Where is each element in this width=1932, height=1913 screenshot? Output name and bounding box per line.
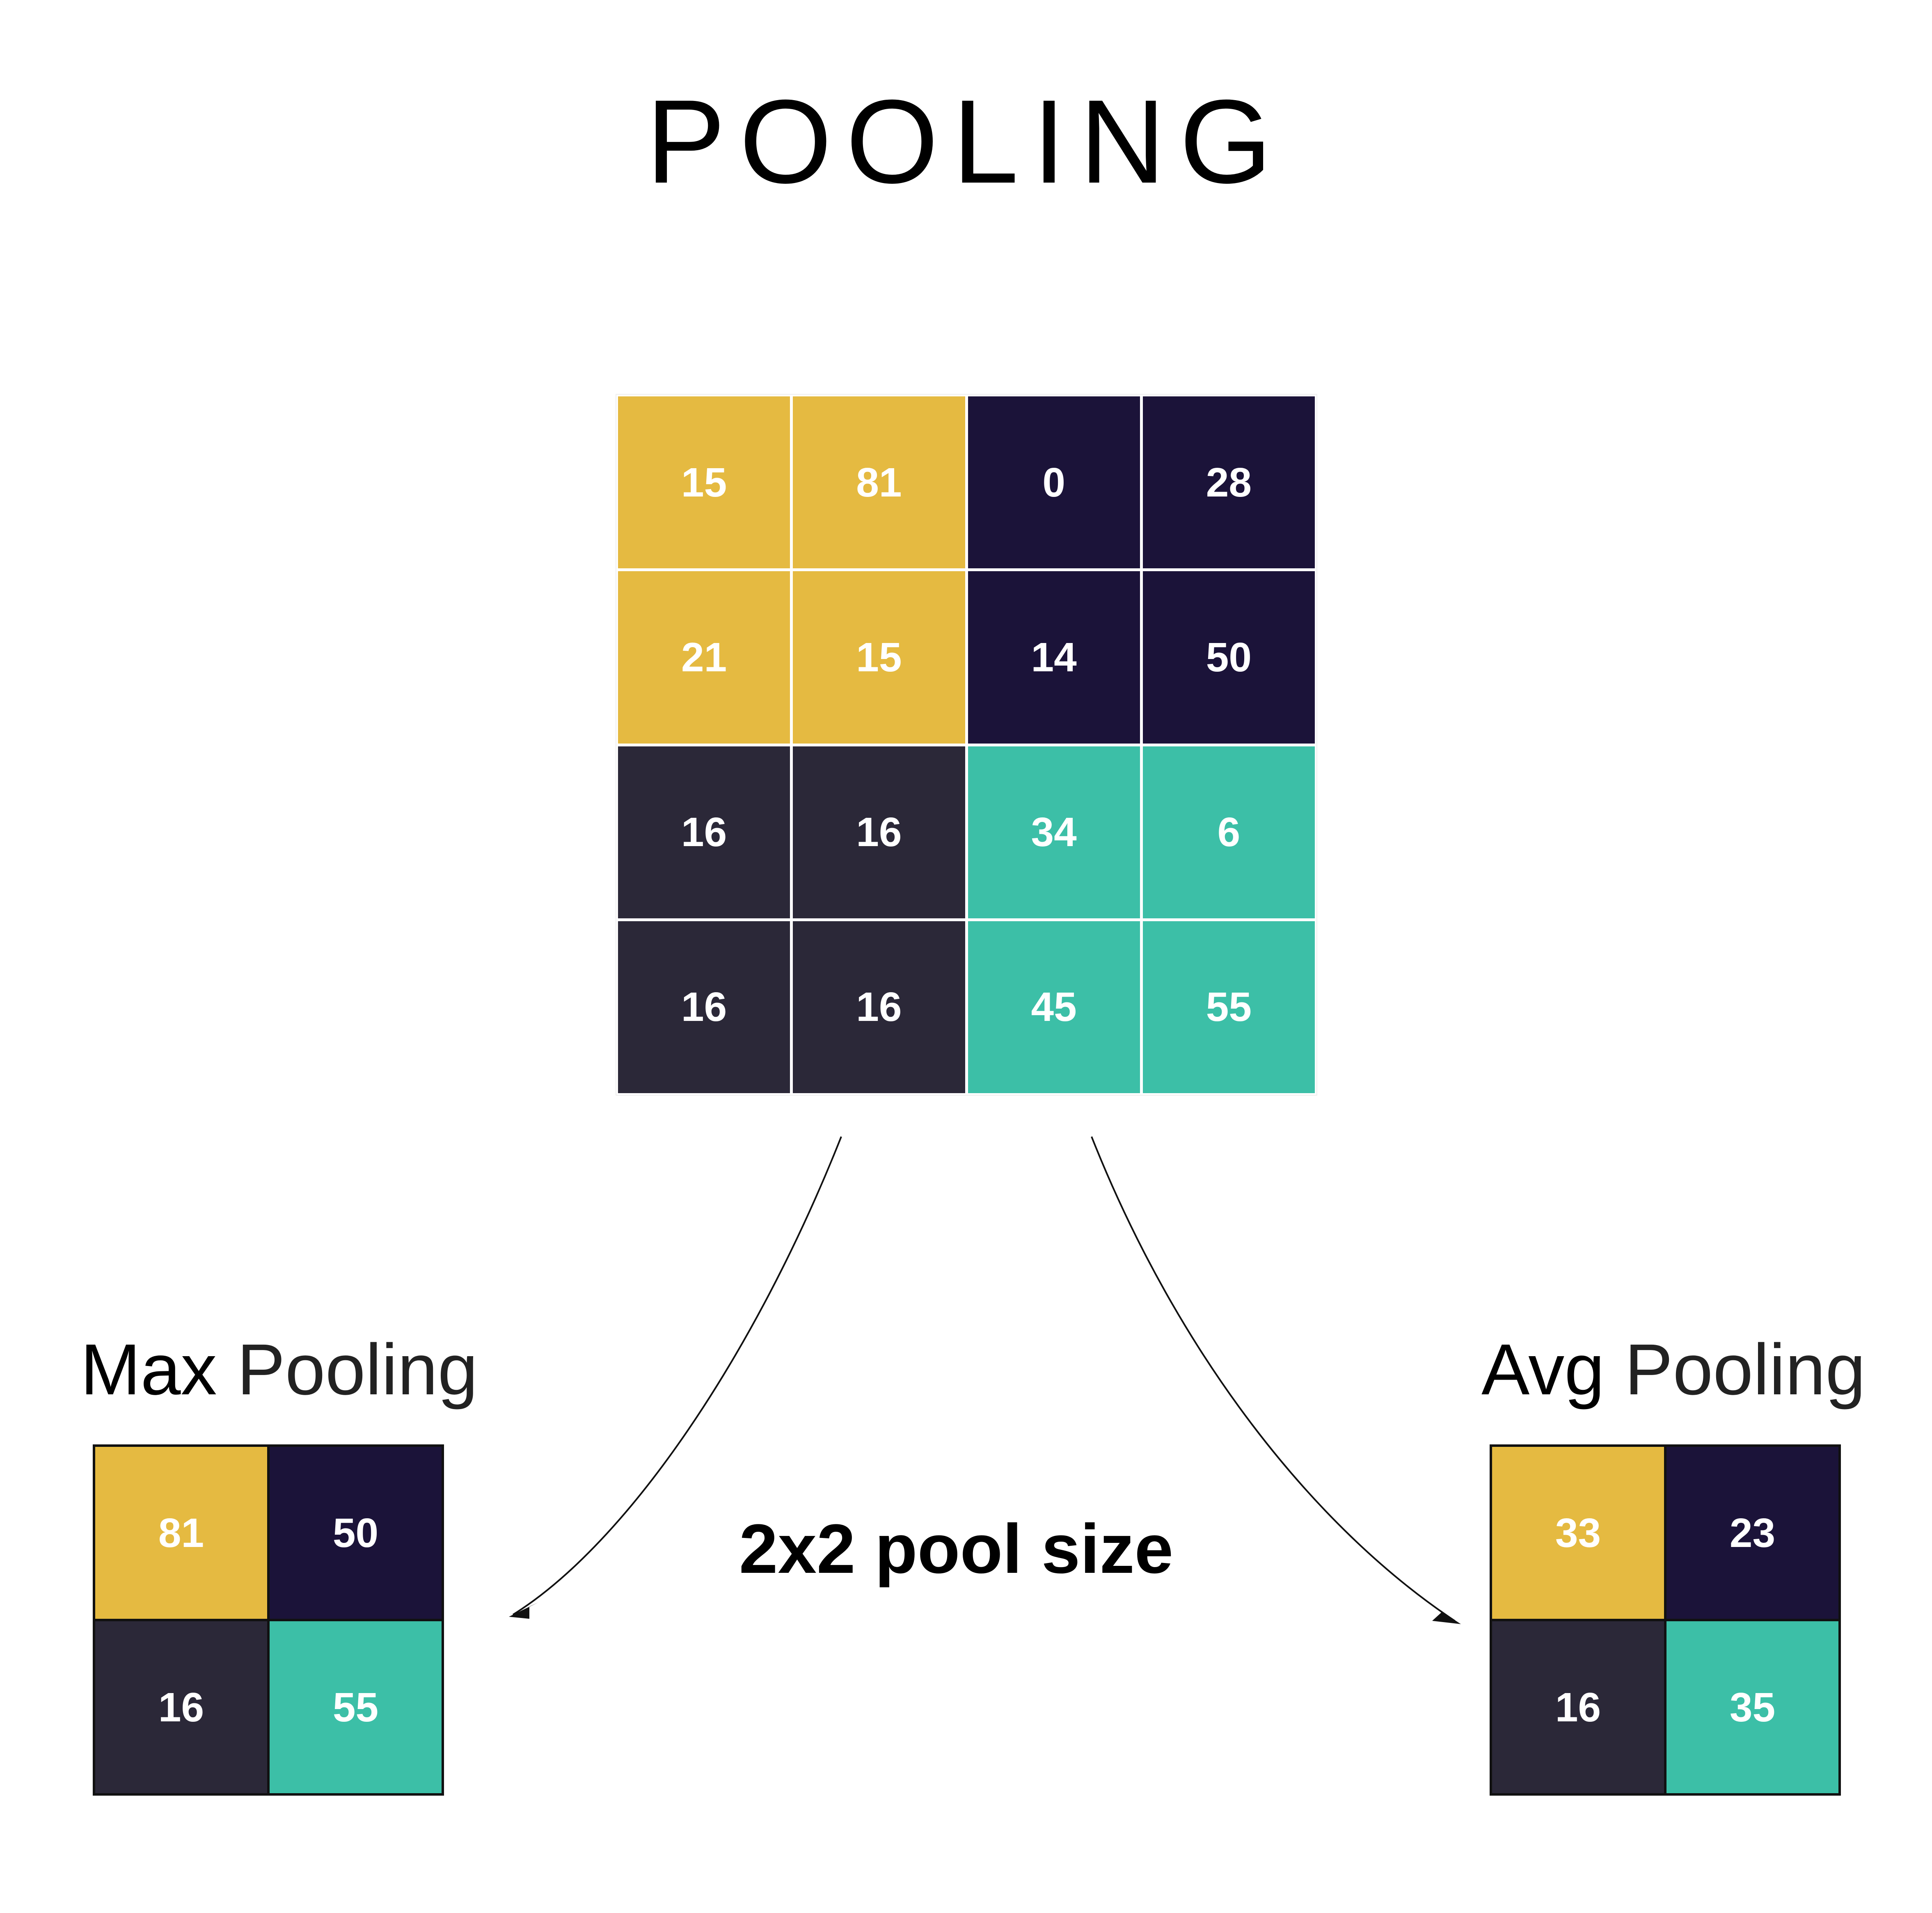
- max-pooling-label-bold: Max: [80, 1329, 217, 1410]
- max-pool-cell: 16: [95, 1621, 267, 1793]
- input-cell: 50: [1142, 571, 1315, 744]
- input-cell: 14: [968, 571, 1140, 744]
- pool-size-caption: 2x2 pool size: [739, 1510, 1174, 1588]
- avg-pool-cell: 16: [1492, 1621, 1664, 1793]
- page-title: POOLING: [646, 75, 1286, 208]
- input-cell: 0: [968, 396, 1140, 569]
- max-pool-cell: 81: [95, 1447, 267, 1619]
- max-pool-cell: 50: [270, 1447, 442, 1619]
- input-cell: 34: [968, 746, 1140, 918]
- arrow-head-max: [509, 1602, 538, 1619]
- avg-pool-cell: 35: [1666, 1621, 1838, 1793]
- input-cell: 45: [968, 921, 1140, 1093]
- input-cell: 16: [618, 746, 790, 918]
- input-cell: 15: [793, 571, 965, 744]
- input-cell: 81: [793, 396, 965, 569]
- max-pooling-label-rest: Pooling: [237, 1329, 478, 1410]
- input-cell: 15: [618, 396, 790, 569]
- input-cell: 55: [1142, 921, 1315, 1093]
- avg-pooling-label-bold: Avg: [1481, 1329, 1605, 1410]
- avg-pool-cell: 33: [1492, 1447, 1664, 1619]
- input-cell: 16: [618, 921, 790, 1093]
- input-cell: 6: [1142, 746, 1315, 918]
- avg-pooling-label-rest: Pooling: [1625, 1329, 1866, 1410]
- input-cell: 28: [1142, 396, 1315, 569]
- arrow-head-avg: [1432, 1606, 1461, 1624]
- input-cell: 16: [793, 746, 965, 918]
- max-pool-cell: 55: [270, 1621, 442, 1793]
- input-cell: 21: [618, 571, 790, 744]
- avg-pool-cell: 23: [1666, 1447, 1838, 1619]
- avg-pooling-label: Avg Pooling: [1481, 1334, 1866, 1406]
- max-pooling-label: Max Pooling: [80, 1334, 478, 1406]
- input-cell: 16: [793, 921, 965, 1093]
